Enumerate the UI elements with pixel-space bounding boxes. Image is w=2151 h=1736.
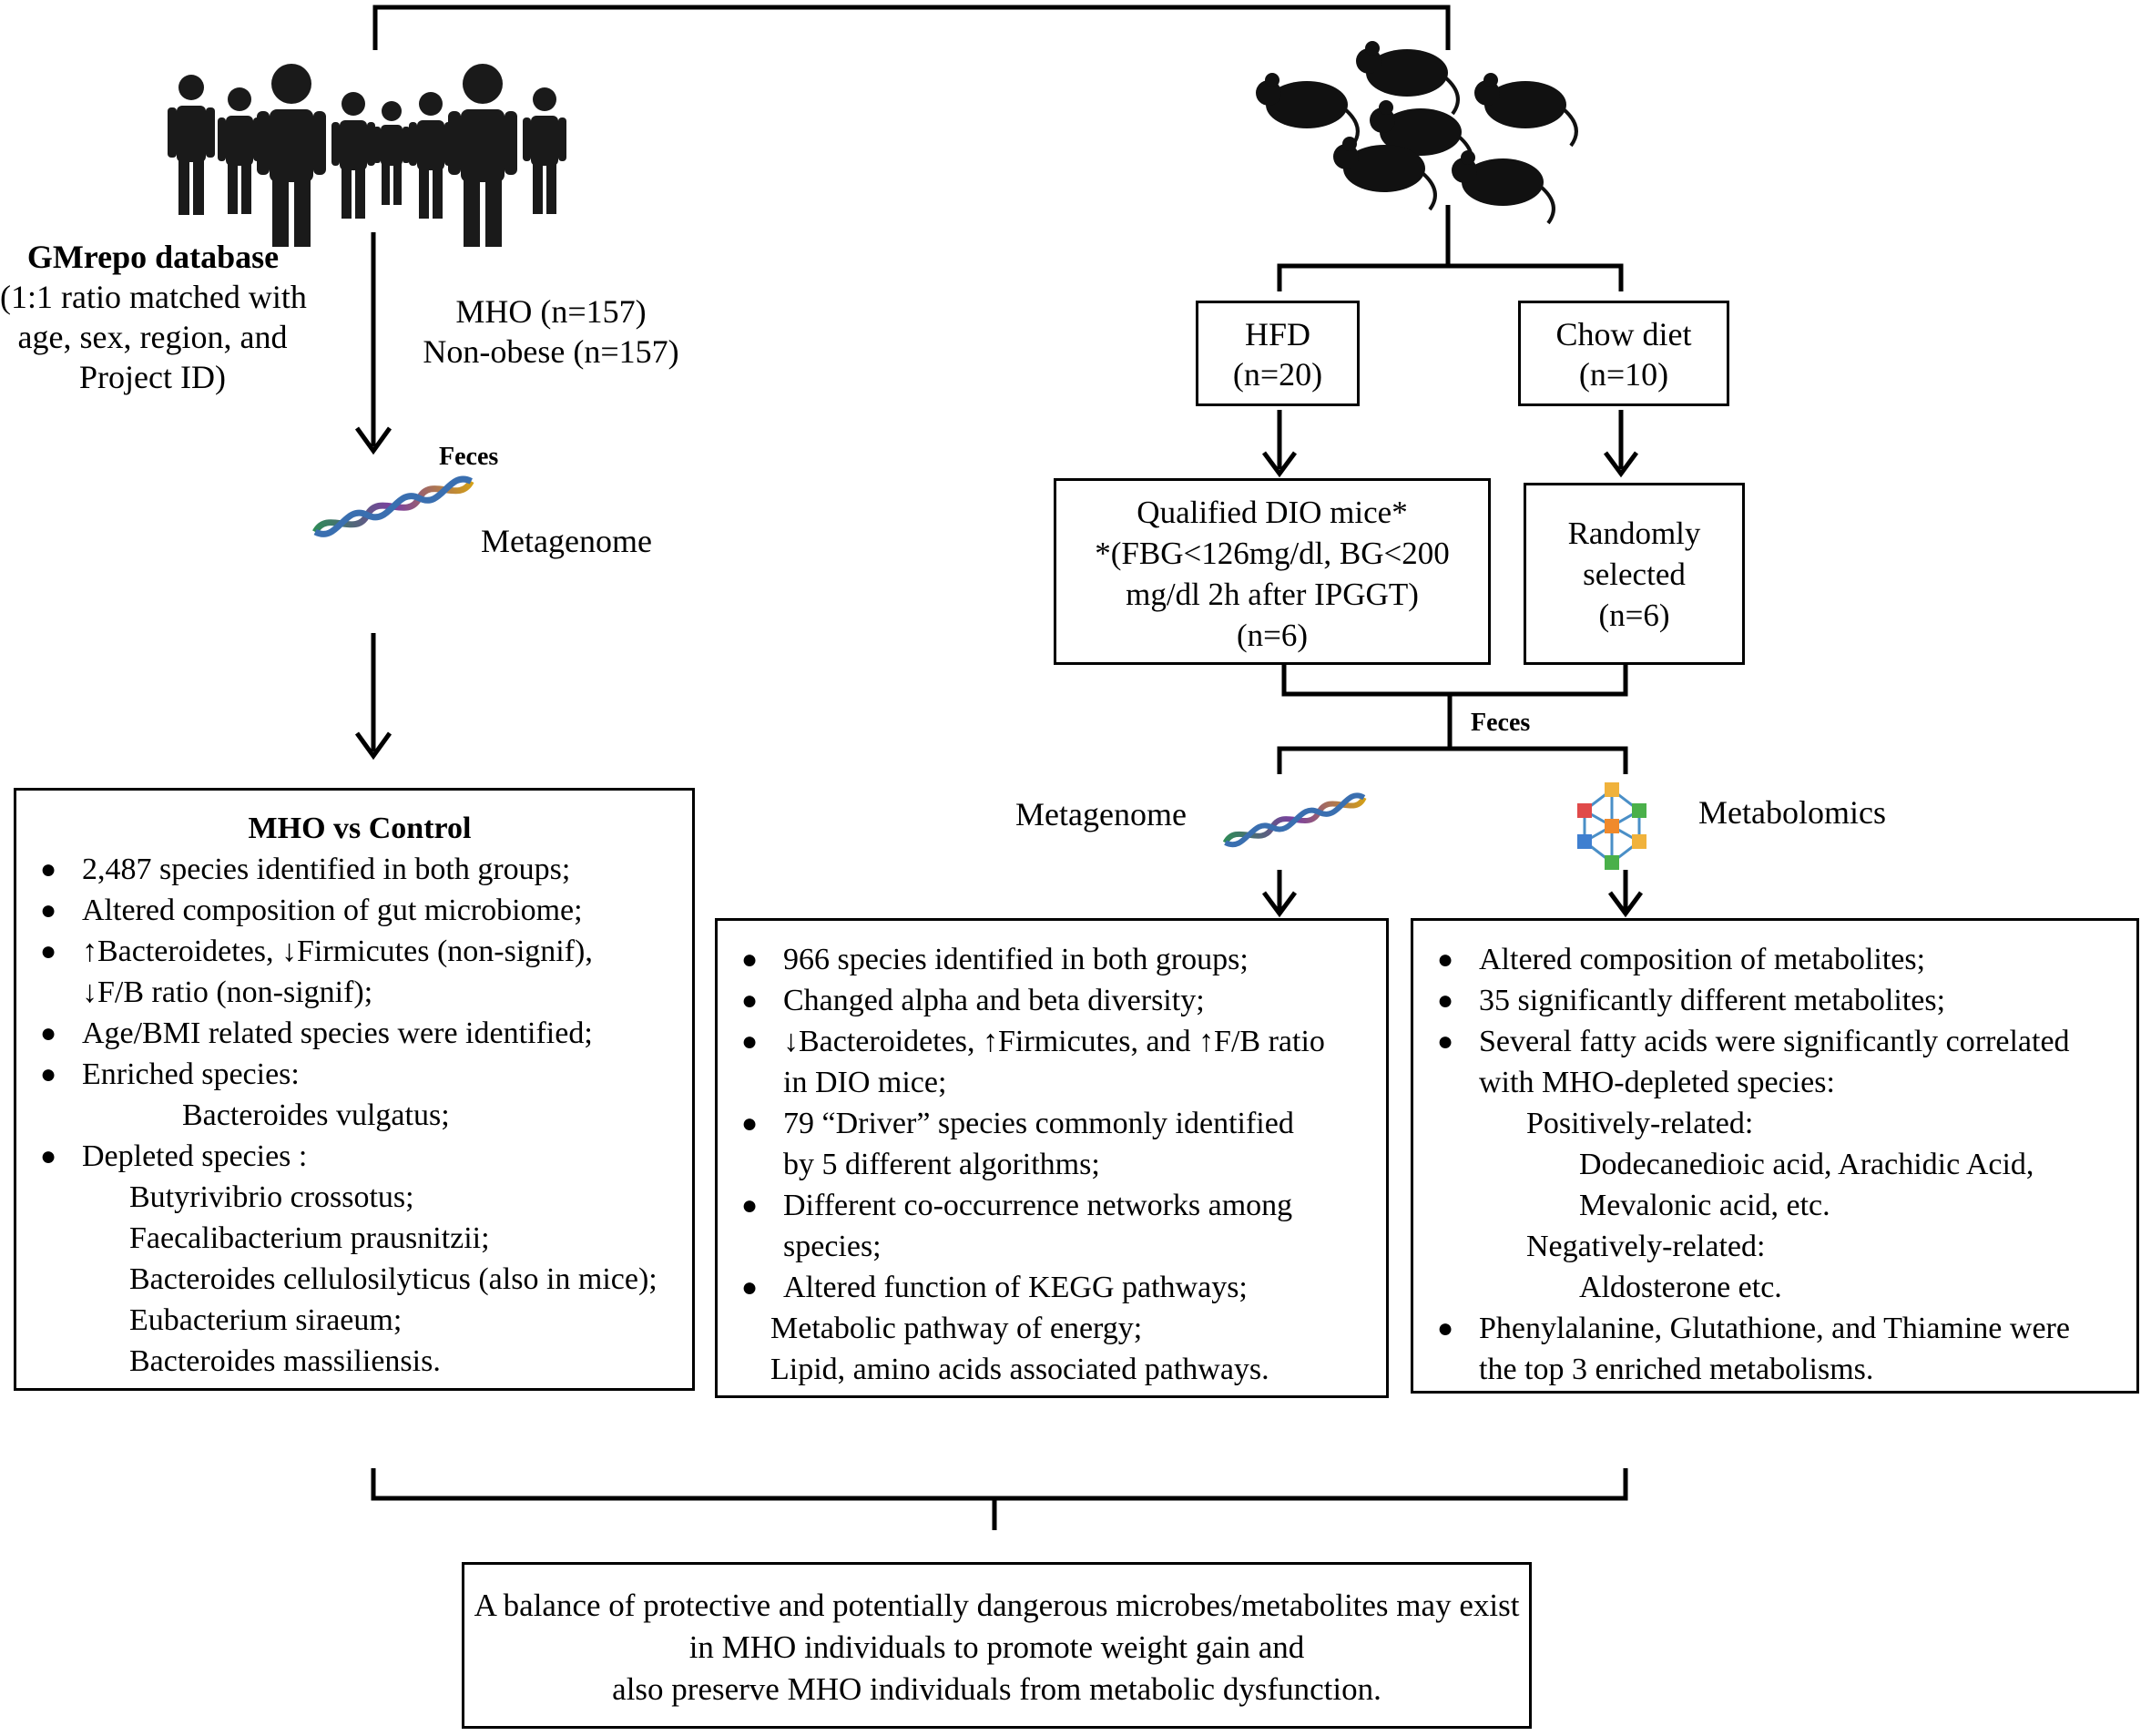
mice-metagenome-result-item: in DIO mice;: [783, 1066, 947, 1099]
database-title: GMrepo database: [26, 239, 280, 275]
chow-box: Chow diet (n=10): [1518, 301, 1729, 406]
human-feces-label: Feces: [439, 443, 499, 471]
random-box: Randomly selected (n=6): [1524, 483, 1745, 665]
chow-label: Chow diet: [1555, 316, 1692, 352]
mice-feces-label: Feces: [1471, 709, 1531, 737]
metabolomics-result-item: with MHO-depleted species:: [1479, 1066, 1835, 1099]
hfd-count: (n=20): [1232, 356, 1323, 393]
human-result-item: Eubacterium siraeum;: [129, 1303, 403, 1337]
random-line-3: (n=6): [1598, 597, 1670, 633]
human-result-item: Bacteroides cellulosilyticus (also in mi…: [129, 1262, 658, 1296]
mice-metagenome-result-item: Different co-occurrence networks among: [738, 1185, 1379, 1226]
mice-metagenome-result-box: 966 species identified in both groups;Ch…: [715, 918, 1389, 1398]
human-result-item: ↓F/B ratio (non-signif);: [82, 975, 373, 1009]
metabolomics-result-item: Aldosterone etc.: [1579, 1271, 1782, 1304]
human-result-item: ↑Bacteroidetes, ↓Firmicutes (non-signif)…: [36, 931, 683, 972]
dna-icon: [312, 475, 474, 537]
arrow-to-metabolomics-box: [1607, 870, 1644, 918]
human-result-item: Bacteroides vulgatus;: [182, 1098, 450, 1132]
metabolomics-result-item: the top 3 enriched metabolisms.: [1479, 1353, 1874, 1386]
database-desc-line-3: Project ID): [79, 359, 226, 395]
mice-metagenome-result-item: Altered function of KEGG pathways;: [738, 1267, 1379, 1308]
mice-metagenome-result-item: Metabolic pathway of energy;: [770, 1312, 1143, 1345]
metabolomics-result-item: Dodecanedioic acid, Arachidic Acid,: [1579, 1148, 2034, 1181]
human-result-item: Butyrivibrio crossotus;: [129, 1180, 414, 1214]
arrow-to-metagenome: [354, 232, 392, 455]
mice-metagenome-result-item: Lipid, amino acids associated pathways.: [770, 1353, 1269, 1386]
mice-icon: [1256, 41, 1578, 225]
hfd-label: HFD: [1244, 316, 1311, 352]
qualified-line-4: (n=6): [1236, 618, 1309, 653]
mice-metagenome-result-item: by 5 different algorithms;: [783, 1148, 1100, 1181]
human-result-item: Depleted species :: [36, 1136, 683, 1177]
human-result-item: Faecalibacterium prausnitzii;: [129, 1221, 490, 1255]
merge-bracket: [1281, 665, 1628, 724]
arrow-to-result: [354, 633, 392, 761]
database-desc-line-2: age, sex, region, and: [17, 319, 288, 355]
mice-metagenome-result-list: 966 species identified in both groups;Ch…: [738, 939, 1379, 1390]
metabolomics-result-item: Negatively-related:: [1526, 1230, 1766, 1263]
metabolomics-result-item: Several fatty acids were significantly c…: [1433, 1021, 2129, 1062]
human-result-box: MHO vs Control 2,487 species identified …: [14, 788, 695, 1391]
human-result-item: Bacteroides massiliensis.: [129, 1344, 441, 1378]
qualified-line-2: *(FBG<126mg/dl, BG<200: [1095, 536, 1450, 571]
metabolomics-result-item: 35 significantly different metabolites;: [1433, 980, 2129, 1021]
human-result-list: 2,487 species identified in both groups;…: [36, 849, 683, 1382]
conclusion-line-2: in MHO individuals to promote weight gai…: [688, 1629, 1305, 1665]
human-result-item: Enriched species:: [36, 1054, 683, 1095]
human-result-title: MHO vs Control: [248, 812, 472, 845]
conclusion-line-3: also preserve MHO individuals from metab…: [612, 1671, 1381, 1707]
human-group-mho: MHO (n=157): [455, 293, 647, 330]
arrow-chow-to-random: [1603, 410, 1639, 478]
human-group-nonobese: Non-obese (n=157): [423, 333, 679, 370]
dna-icon-mice: [1222, 792, 1367, 848]
metabolomics-result-list: Altered composition of metabolites;35 si…: [1433, 939, 2129, 1390]
mice-metagenome-result-item: species;: [783, 1230, 882, 1263]
feces-split-bracket: [1277, 724, 1628, 774]
mice-metagenome-result-item: 966 species identified in both groups;: [738, 939, 1379, 980]
random-line-1: Randomly: [1567, 516, 1701, 551]
arrow-to-mice-metagenome-box: [1261, 870, 1298, 918]
mice-metagenome-label: Metagenome: [1015, 796, 1187, 832]
human-result-item: Altered composition of gut microbiome;: [36, 890, 683, 931]
metabolomics-icon: [1577, 782, 1646, 870]
conclusion-line-1: A balance of protective and potentially …: [474, 1588, 1520, 1623]
metabolomics-result-item: Phenylalanine, Glutathione, and Thiamine…: [1433, 1308, 2129, 1349]
qualified-box: Qualified DIO mice* *(FBG<126mg/dl, BG<2…: [1054, 478, 1491, 665]
chow-count: (n=10): [1578, 356, 1669, 393]
random-line-2: selected: [1583, 557, 1686, 592]
qualified-line-1: Qualified DIO mice*: [1137, 495, 1408, 530]
metabolomics-result-item: Mevalonic acid, etc.: [1579, 1189, 1830, 1222]
qualified-line-3: mg/dl 2h after IPGGT): [1126, 577, 1419, 612]
metabolomics-label: Metabolomics: [1698, 794, 1886, 831]
human-result-item: 2,487 species identified in both groups;: [36, 849, 683, 890]
human-result-item: Age/BMI related species were identified;: [36, 1013, 683, 1054]
metabolomics-result-item: Altered composition of metabolites;: [1433, 939, 2129, 980]
metabolomics-result-item: Positively-related:: [1526, 1107, 1754, 1140]
arrow-hfd-to-qualified: [1261, 410, 1298, 478]
top-bracket: [372, 5, 1451, 50]
hfd-box: HFD (n=20): [1196, 301, 1360, 406]
people-icon: [168, 64, 566, 247]
metabolomics-result-box: Altered composition of metabolites;35 si…: [1411, 918, 2139, 1394]
conclusion-box: A balance of protective and potentially …: [462, 1562, 1532, 1729]
mice-metagenome-result-item: Changed alpha and beta diversity;: [738, 980, 1379, 1021]
mice-metagenome-result-item: 79 “Driver” species commonly identified: [738, 1103, 1379, 1144]
database-desc-line-1: (1:1 ratio matched with: [0, 279, 307, 315]
human-metagenome-label: Metagenome: [481, 523, 652, 559]
mice-split-bracket: [1277, 205, 1624, 291]
mice-metagenome-result-item: ↓Bacteroidetes, ↑Firmicutes, and ↑F/B ra…: [738, 1021, 1379, 1062]
bottom-bracket: [371, 1468, 1628, 1530]
